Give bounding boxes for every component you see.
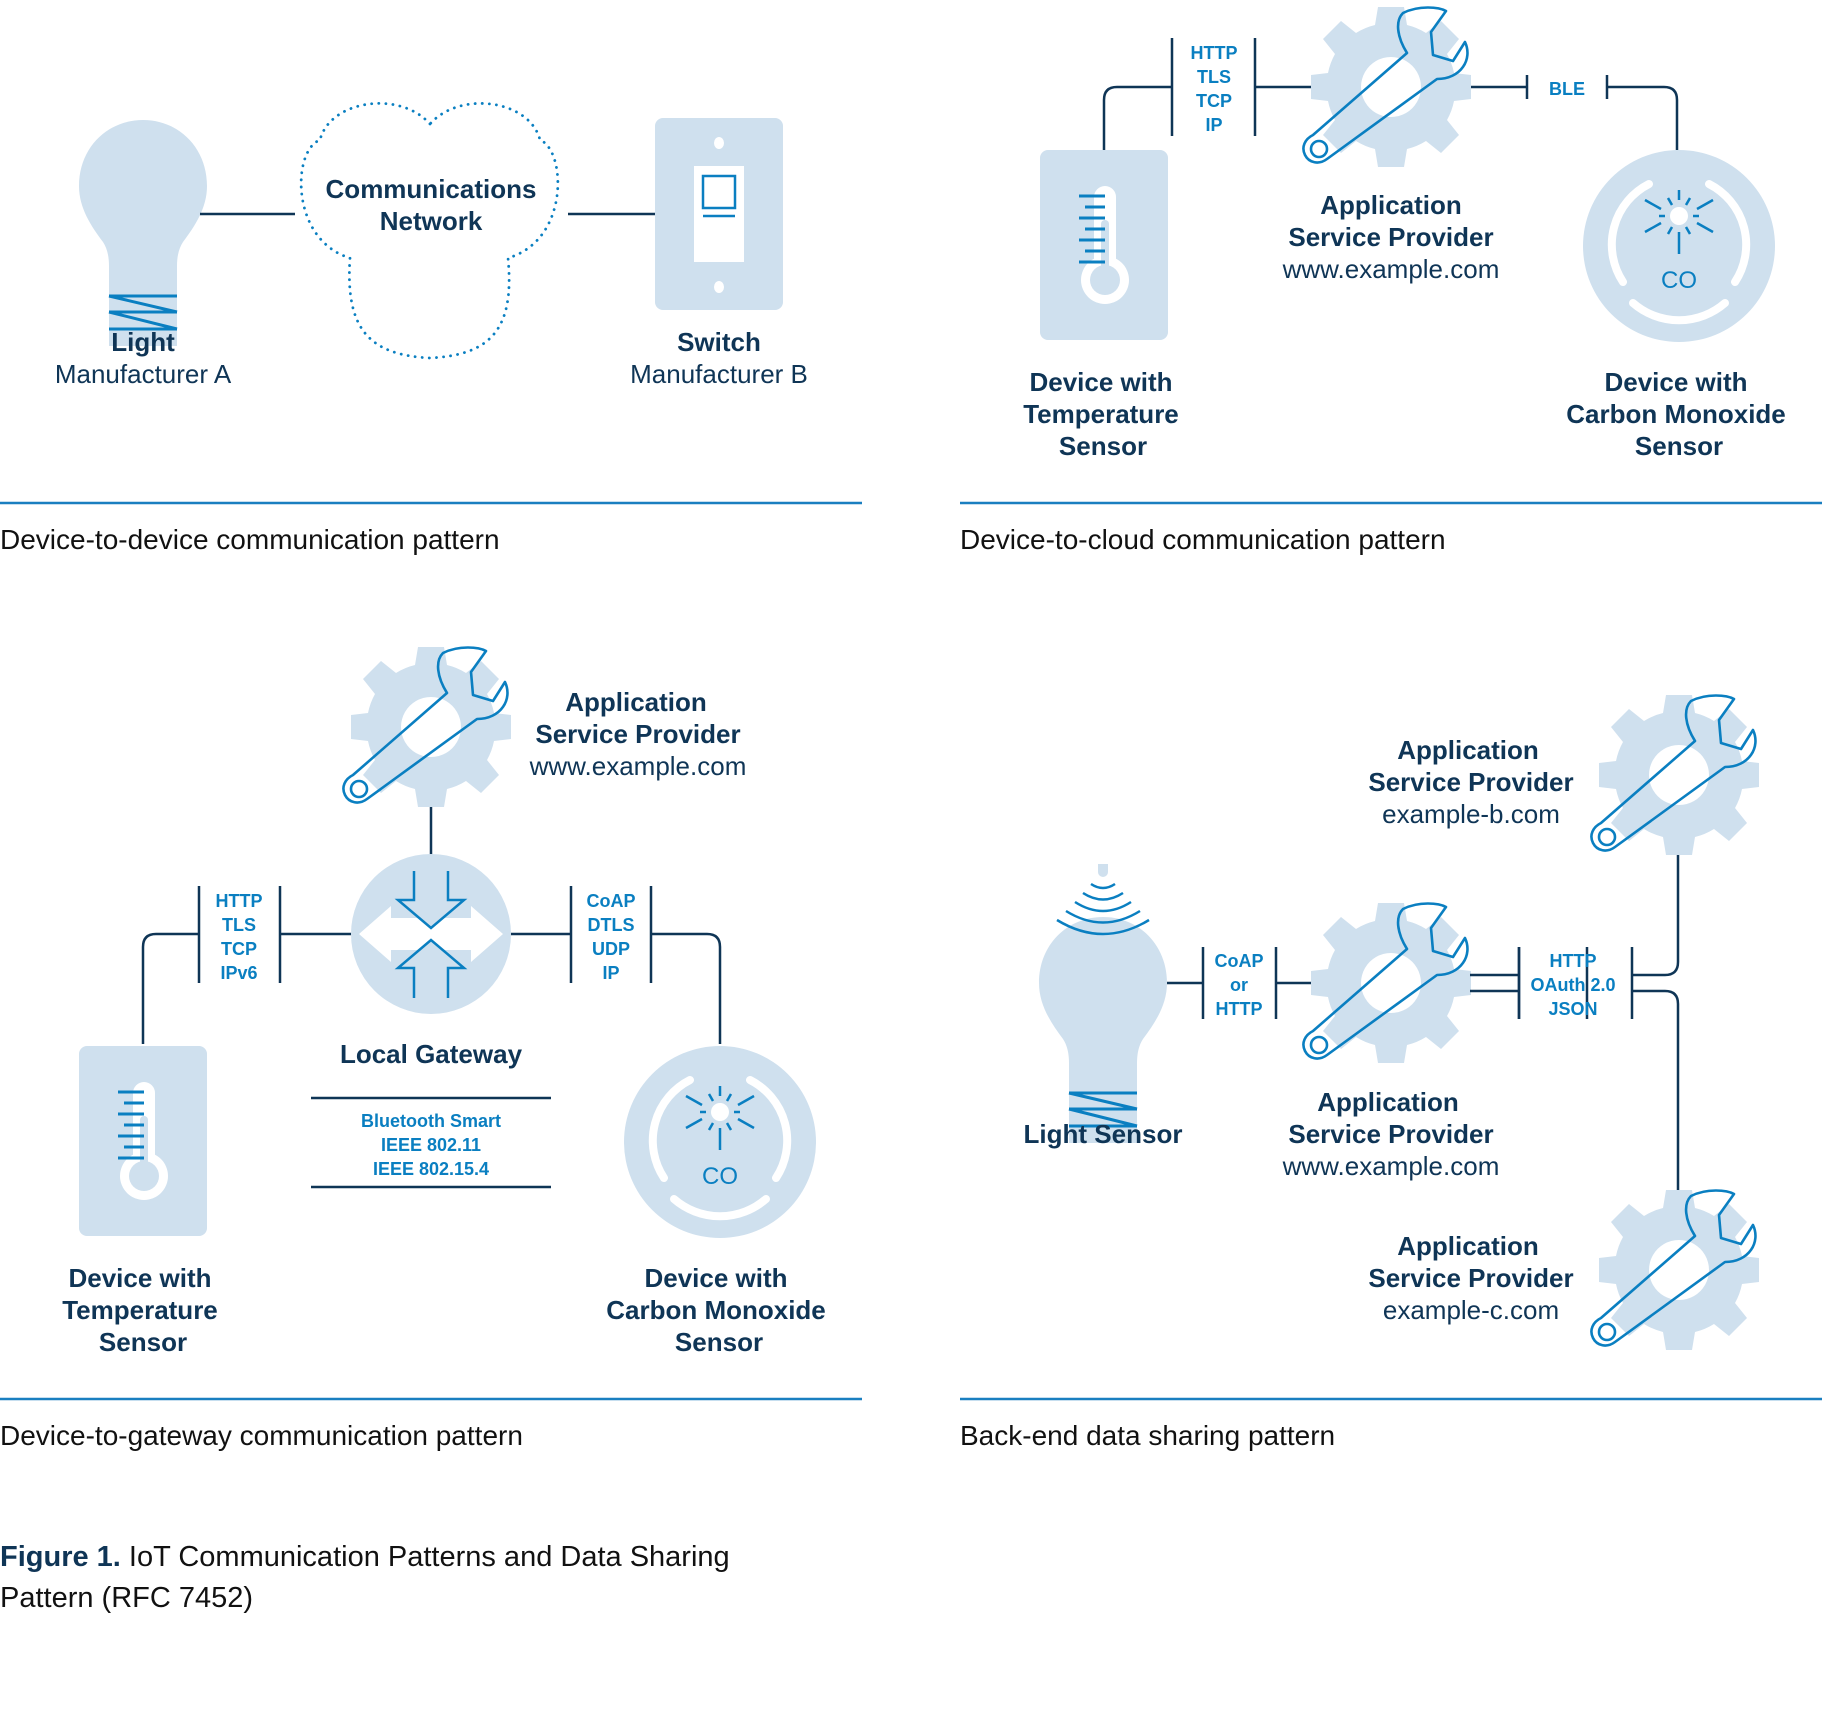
panel-device-to-device: Communications Network Light Manufacture… (0, 102, 862, 555)
link-protocol-label: IEEE 802.15.4 (373, 1159, 489, 1179)
co-device-label: Carbon Monoxide (606, 1295, 826, 1325)
light-subtitle: Manufacturer A (55, 359, 232, 389)
gateway-label: Local Gateway (340, 1039, 523, 1069)
protocol-label: or (1230, 975, 1248, 995)
provider-title-line2: Service Provider (535, 719, 740, 749)
protocol-label: JSON (1548, 999, 1597, 1019)
protocol-label: DTLS (588, 915, 635, 935)
gateway-router-icon (351, 854, 511, 1014)
connector-line-to-provider-b (1632, 855, 1680, 977)
provider-b-title-line1: Application (1397, 735, 1539, 765)
cloud-network-icon (299, 102, 560, 360)
light-sensor-label: Light Sensor (1024, 1119, 1183, 1149)
gear-wrench-icon (1302, 902, 1471, 1063)
panel-caption: Device-to-gateway communication pattern (0, 1420, 523, 1451)
protocol-label: IP (1205, 115, 1222, 135)
panel-backend-sharing: Light Sensor CoAP or HTTP Application Se… (960, 694, 1822, 1451)
thermometer-icon (1038, 148, 1170, 342)
gateway-link-list: Bluetooth Smart IEEE 802.11 IEEE 802.15.… (361, 1111, 501, 1179)
protocol-stack-right: CoAP DTLS UDP IP (587, 891, 636, 983)
switch-subtitle: Manufacturer B (630, 359, 808, 389)
figure-label: Figure 1. (0, 1541, 121, 1573)
connector-line (1607, 85, 1679, 150)
connector-line-to-provider-c (1632, 989, 1680, 1190)
provider-title-line1: Application (565, 687, 707, 717)
protocol-stack-right: HTTP OAuth 2.0 JSON (1530, 951, 1615, 1019)
gear-wrench-icon (1302, 6, 1471, 167)
provider-b-url: example-b.com (1382, 799, 1560, 829)
co-device-label: Sensor (675, 1327, 763, 1357)
protocol-label: HTTP (1550, 951, 1597, 971)
light-title: Light (111, 327, 175, 357)
panel-device-to-cloud: HTTP TLS TCP IP BLE CO Application Servi… (960, 6, 1822, 555)
connector-line (141, 932, 199, 1044)
protocol-label: CoAP (587, 891, 636, 911)
protocol-stack-left: HTTP TLS TCP IP (1191, 43, 1238, 135)
co-device-label: Carbon Monoxide (1566, 399, 1786, 429)
provider-b-title-line2: Service Provider (1368, 767, 1573, 797)
temp-device-label: Device with (68, 1263, 211, 1293)
protocol-label: HTTP (1216, 999, 1263, 1019)
figure-caption-line1: Figure 1. IoT Communication Patterns and… (0, 1541, 730, 1573)
network-label-line1: Communications (326, 174, 537, 204)
panel-caption: Device-to-cloud communication pattern (960, 524, 1446, 555)
temp-device-label: Temperature (1023, 399, 1179, 429)
provider-title-line1: Application (1320, 190, 1462, 220)
network-label-line2: Network (380, 206, 483, 236)
light-bulb-icon (77, 118, 209, 348)
protocol-label: IPv6 (220, 963, 257, 983)
link-protocol-label: IEEE 802.11 (381, 1135, 481, 1155)
figure-caption: Figure 1. IoT Communication Patterns and… (0, 1541, 730, 1614)
gear-wrench-icon (1590, 1189, 1759, 1350)
gear-wrench-icon (1590, 694, 1759, 855)
provider-title-line2: Service Provider (1288, 222, 1493, 252)
co-device-label: Device with (644, 1263, 787, 1293)
protocol-stack-left: CoAP or HTTP (1215, 951, 1264, 1019)
protocol-label: TCP (1196, 91, 1232, 111)
panel-caption: Back-end data sharing pattern (960, 1420, 1335, 1451)
connector-line (651, 932, 722, 1044)
panel-caption: Device-to-device communication pattern (0, 524, 500, 555)
protocol-label: OAuth 2.0 (1530, 975, 1615, 995)
temp-device-label: Sensor (1059, 431, 1147, 461)
protocol-label: TLS (222, 915, 256, 935)
temp-device-label: Sensor (99, 1327, 187, 1357)
temp-device-label: Device with (1029, 367, 1172, 397)
link-protocol-label: Bluetooth Smart (361, 1111, 501, 1131)
provider-c-url: example-c.com (1383, 1295, 1559, 1325)
connector-line (1102, 85, 1172, 150)
gear-wrench-icon (342, 646, 511, 807)
co-device-label: Device with (1604, 367, 1747, 397)
protocol-label: TCP (221, 939, 257, 959)
protocol-label: TLS (1197, 67, 1231, 87)
provider-title-line1: Application (1317, 1087, 1459, 1117)
provider-url: www.example.com (529, 751, 747, 781)
protocol-label: HTTP (216, 891, 263, 911)
protocol-label: CoAP (1215, 951, 1264, 971)
protocol-stack-left: HTTP TLS TCP IPv6 (216, 891, 263, 983)
figure-title-line1: IoT Communication Patterns and Data Shar… (121, 1541, 730, 1573)
co-label: CO (702, 1163, 738, 1190)
provider-title-line2: Service Provider (1288, 1119, 1493, 1149)
co-label: CO (1661, 267, 1697, 294)
panel-device-to-gateway: Application Service Provider www.example… (0, 646, 862, 1451)
protocol-label-ble: BLE (1549, 79, 1585, 99)
thermometer-icon (77, 1044, 209, 1238)
light-sensor-icon (1037, 864, 1169, 1145)
figure-title-line2: Pattern (RFC 7452) (0, 1582, 253, 1614)
protocol-label: UDP (592, 939, 630, 959)
provider-url: www.example.com (1282, 1151, 1500, 1181)
switch-title: Switch (677, 327, 761, 357)
provider-url: www.example.com (1282, 254, 1500, 284)
protocol-label: IP (602, 963, 619, 983)
co-sensor-icon: CO (1583, 150, 1775, 342)
provider-c-title-line1: Application (1397, 1231, 1539, 1261)
light-switch-icon (655, 118, 783, 310)
protocol-label: HTTP (1191, 43, 1238, 63)
co-device-label: Sensor (1635, 431, 1723, 461)
co-sensor-icon: CO (624, 1046, 816, 1238)
provider-c-title-line2: Service Provider (1368, 1263, 1573, 1293)
temp-device-label: Temperature (62, 1295, 218, 1325)
